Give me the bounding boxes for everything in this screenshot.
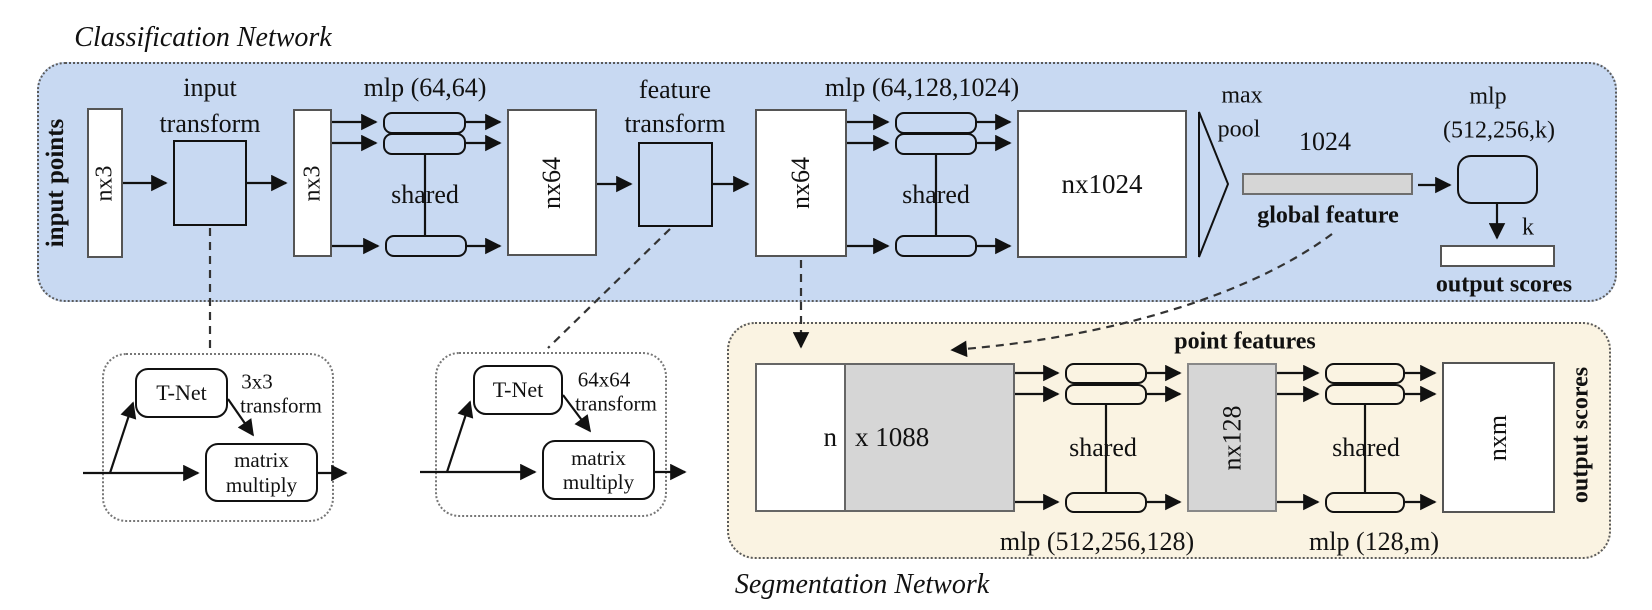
mlp1-layer-box-1 xyxy=(383,112,466,134)
nx1024-box-label: nx1024 xyxy=(1061,168,1143,199)
nx64-box-2: nx64 xyxy=(755,109,847,257)
seg-mlp1-layer-box-1 xyxy=(1065,363,1147,384)
segmentation-title: Segmentation Network xyxy=(734,569,990,600)
tnet1-box: T-Net xyxy=(135,368,228,418)
mlp1-layer-box-2 xyxy=(383,133,466,155)
mlp2-layer-box-3 xyxy=(895,235,977,257)
global-feature-label: global feature xyxy=(1257,202,1399,229)
seg-mlp1-layer-box-3 xyxy=(1065,492,1147,513)
nx3-box-1-label: nx3 xyxy=(91,165,118,201)
tnet2-matrix-label-line1: matrix xyxy=(571,445,626,470)
mlp2-layer-box-2 xyxy=(895,133,977,155)
n-x-1088-box: n x 1088 xyxy=(755,363,1015,512)
tnet1-transform-label-line2: transform xyxy=(240,393,322,418)
mlp2-layer-box-1 xyxy=(895,112,977,134)
output-scores-box xyxy=(1440,245,1555,267)
seg-mlp-128-m-label: mlp (128,m) xyxy=(1309,527,1439,556)
input-points-label: input points xyxy=(42,118,69,248)
feature-transform-box xyxy=(638,142,713,227)
feature-transform-label-line1: feature xyxy=(638,75,712,104)
tnet2-transform-label-line1: 64x64 xyxy=(577,367,631,392)
mlp3-box xyxy=(1457,155,1538,204)
nx64-box-1: nx64 xyxy=(507,109,597,256)
nxm-box-label: nxm xyxy=(1483,414,1513,461)
nx64-box-1-label: nx64 xyxy=(537,156,566,209)
input-transform-box xyxy=(173,140,247,226)
classification-output-scores-label: output scores xyxy=(1435,271,1573,298)
mlp1-layer-box-3 xyxy=(385,235,467,257)
nx128-box-label: nx128 xyxy=(1217,405,1246,470)
tnet1-box-label: T-Net xyxy=(156,380,207,405)
segmentation-output-scores-label: output scores xyxy=(1567,366,1594,504)
shared1-label: shared xyxy=(391,180,459,209)
point-features-label: point features xyxy=(1174,328,1316,355)
input-transform-label-line2: transform xyxy=(159,109,261,138)
tnet1-transform-label-line1: 3x3 xyxy=(241,369,273,394)
mlp-64-64-label: mlp (64,64) xyxy=(363,73,487,102)
x1088-part: x 1088 xyxy=(846,365,1013,510)
mlp-512-256-k-label-line2: (512,256,k) xyxy=(1443,117,1555,144)
classification-title: Classification Network xyxy=(74,22,332,53)
k-label: k xyxy=(1522,214,1534,241)
global-feature-bar xyxy=(1242,173,1413,195)
nx1024-box: nx1024 xyxy=(1017,110,1187,258)
tnet1-matrix-label-line1: matrix xyxy=(234,448,289,473)
mlp-64-128-1024-label: mlp (64,128,1024) xyxy=(824,73,1020,102)
global-feature-size-label: 1024 xyxy=(1299,127,1351,156)
seg-mlp2-layer-box-3 xyxy=(1325,492,1405,513)
nx128-box: nx128 xyxy=(1187,363,1277,512)
mlp-512-256-k-label-line1: mlp xyxy=(1469,83,1507,110)
feature-transform-label-line2: transform xyxy=(624,109,726,138)
tnet2-matrix-label-line2: multiply xyxy=(562,470,635,494)
seg-shared2-label: shared xyxy=(1332,433,1400,462)
seg-shared1-label: shared xyxy=(1069,433,1137,462)
tnet2-box: T-Net xyxy=(473,365,563,415)
nxm-box: nxm xyxy=(1442,362,1555,513)
max-pool-label-line2: pool xyxy=(1217,116,1261,143)
input-transform-detail-frame xyxy=(102,353,334,522)
seg-mlp2-layer-box-2 xyxy=(1325,384,1405,405)
tnet2-matrix-multiply-box: matrix multiply xyxy=(542,440,655,500)
nx3-box-2-label: nx3 xyxy=(299,165,325,201)
feature-transform-detail-frame xyxy=(435,352,667,517)
seg-mlp1-layer-box-2 xyxy=(1065,384,1147,405)
tnet2-transform-label-line2: transform xyxy=(575,391,657,416)
nx64-box-2-label: nx64 xyxy=(786,157,815,209)
seg-mlp-512-256-128-label: mlp (512,256,128) xyxy=(999,527,1195,556)
n-part: n xyxy=(757,365,846,510)
seg-mlp2-layer-box-1 xyxy=(1325,363,1405,384)
tnet1-matrix-label-line2: multiply xyxy=(225,472,298,497)
tnet1-matrix-multiply-box: matrix multiply xyxy=(205,443,318,502)
max-pool-label-line1: max xyxy=(1221,82,1263,109)
nx3-box-2: nx3 xyxy=(293,109,332,257)
tnet2-box-label: T-Net xyxy=(492,377,544,402)
shared2-label: shared xyxy=(902,180,970,209)
input-transform-label-line1: input xyxy=(183,73,237,102)
nx3-box-1: nx3 xyxy=(87,108,123,258)
